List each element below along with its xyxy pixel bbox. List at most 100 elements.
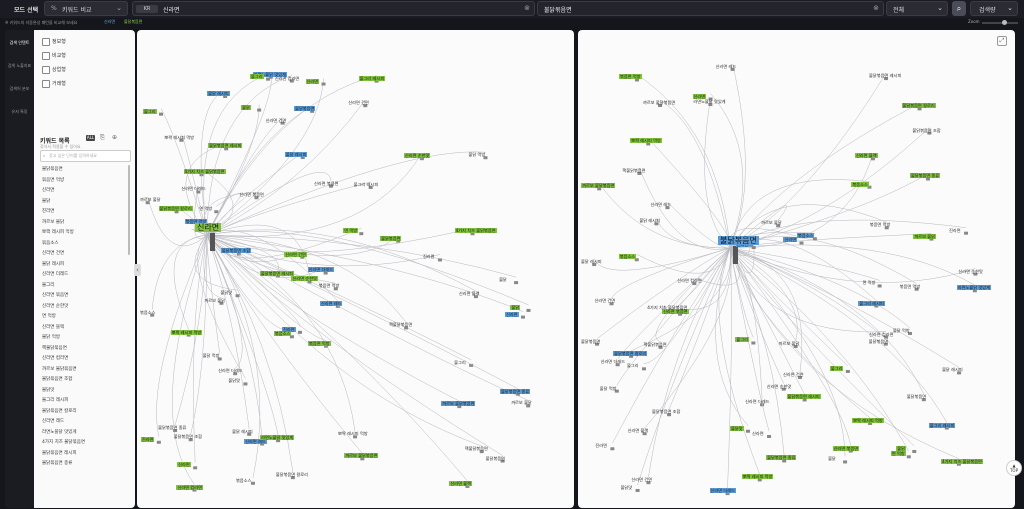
keyword-list-item[interactable]: 볶음소스: [42, 240, 59, 246]
graph-node[interactable]: 불그리 레시피: [358, 75, 386, 81]
graph-node[interactable]: 신라면 블랙: [854, 153, 878, 159]
right-keyword-input[interactable]: 불닭볶음면 ⊗: [537, 1, 884, 16]
graph-node[interactable]: 불닭 레시피: [639, 218, 660, 224]
graph-node[interactable]: 신라면 레드: [650, 202, 672, 208]
graph-node[interactable]: 까르보 불닭볶음면: [441, 401, 476, 407]
zoom-slider[interactable]: [982, 20, 1018, 25]
expand-icon[interactable]: ⤢: [997, 36, 1007, 46]
graph-node[interactable]: 불그리 레시피: [928, 422, 956, 428]
graph-node[interactable]: 불닭볶음면 종류: [158, 425, 187, 431]
graph-node[interactable]: 볶음소스: [618, 254, 637, 260]
add-icon[interactable]: ⊕: [112, 134, 118, 141]
keyword-list-item[interactable]: 불닭볶음면 레시피: [42, 450, 77, 456]
graph-node[interactable]: 까르보 불닭볶음면: [643, 100, 676, 105]
graph-node[interactable]: 까르보 불닭: [204, 297, 226, 303]
graph-node[interactable]: 불닭볶음면 칼로리: [275, 472, 309, 478]
graph-node[interactable]: 뽀짝 레시피 먹방: [170, 329, 203, 335]
keyword-list-item[interactable]: 불닭볶음면 칼로리: [42, 408, 77, 414]
mode-select[interactable]: % 키워드 비교 ⌄: [44, 1, 128, 16]
graph-node[interactable]: 불닭볶음면 조합: [652, 409, 681, 415]
graph-node[interactable]: 볶음면 먹방: [318, 283, 340, 289]
graph-node[interactable]: 진라면: [281, 326, 296, 332]
scope-select[interactable]: 전체 ⌄: [886, 1, 948, 16]
graph-node[interactable]: 불그리: [626, 363, 639, 369]
keyword-list-item[interactable]: 불그리: [42, 282, 55, 288]
graph-node[interactable]: 불닭볶음면: [581, 338, 601, 344]
graph-node[interactable]: 까르보 불닭볶음면: [344, 453, 379, 459]
graph-node[interactable]: 신라면 볶음면: [313, 180, 339, 186]
graph-node[interactable]: 불그리: [143, 108, 157, 114]
all-badge[interactable]: ALL: [86, 135, 95, 141]
graph-node[interactable]: 불닭 먹방: [202, 353, 220, 359]
rail-search-intent[interactable]: 검색 인텐트: [9, 40, 30, 45]
graph-node[interactable]: 볶음면 먹방: [899, 283, 921, 289]
graph-node[interactable]: 진라면: [422, 254, 435, 260]
keyword-list-item[interactable]: 불닭볶음면: [42, 167, 63, 172]
keyword-list-item[interactable]: 라면노블닭 맛있게: [42, 429, 77, 435]
graph-node[interactable]: 불닭볶음면 조합: [220, 248, 252, 254]
graph-node[interactable]: 4가지 치즈 불닭볶음면: [647, 305, 688, 311]
graph-node[interactable]: 핵불닭볶음면: [622, 167, 646, 173]
graph-node[interactable]: 신라면 순한맛: [958, 268, 983, 274]
filter-checkbox-transaction[interactable]: [42, 80, 50, 88]
graph-node[interactable]: 신라면 더레드: [709, 488, 736, 494]
graph-node[interactable]: 불닭볶음면 종류: [909, 173, 941, 179]
graph-node[interactable]: 신라면 레드: [319, 300, 343, 306]
graph-node[interactable]: 불닭 레시피: [232, 428, 253, 434]
zoom-slider-handle[interactable]: [1002, 20, 1007, 25]
copy-icon[interactable]: ⎘: [100, 134, 105, 141]
graph-node[interactable]: 신라면 볶음면: [662, 308, 689, 314]
graph-node[interactable]: 불닭볶음면: [906, 394, 927, 400]
graph-node[interactable]: 불닭볶음면 칼로리: [901, 103, 936, 109]
keyword-list-item[interactable]: 까르보 불닭: [42, 219, 65, 225]
graph-node[interactable]: 뽀짝 레시피 먹방: [164, 134, 195, 140]
graph-node[interactable]: 볶음소스: [235, 477, 252, 483]
graph-node[interactable]: 까르보 불닭: [511, 400, 532, 406]
graph-node[interactable]: 볶음소스: [796, 233, 815, 239]
graph-node[interactable]: 볶음면 먹방: [618, 74, 642, 80]
clear-icon[interactable]: ⊗: [873, 4, 879, 12]
graph-node[interactable]: 신라면 건면: [594, 298, 616, 304]
graph-node[interactable]: 볶음소스: [851, 181, 869, 187]
graph-node[interactable]: 불닭볶음면 칼로리: [158, 206, 193, 212]
graph-node[interactable]: 불닭 먹방: [892, 327, 910, 333]
graph-center-node[interactable]: 불닭볶음면: [718, 236, 759, 245]
graph-node[interactable]: 까르보 불닭: [140, 197, 161, 203]
graph-node[interactable]: 불닭볶음면 칼로리: [613, 350, 648, 356]
panel-collapse-handle[interactable]: ‹: [134, 264, 141, 276]
graph-node[interactable]: 4가지 치즈 불닭볶음면: [183, 169, 226, 175]
graph-node[interactable]: 4가지 치즈 불닭볶음면: [454, 228, 497, 234]
rail-exposure[interactable]: 검색 노출지표: [7, 63, 32, 68]
graph-node[interactable]: 불닭 먹방: [599, 385, 617, 391]
keyword-list-item[interactable]: 신라면 블랙: [42, 324, 65, 330]
graph-node[interactable]: 신라면 컵라면: [869, 331, 894, 337]
keyword-list-item[interactable]: 불닭: [42, 198, 51, 204]
keyword-search-input[interactable]: ⌕ 찾고 싶은 단어를 입력하세요: [40, 150, 131, 162]
graph-node[interactable]: 신라면 건면: [265, 117, 287, 123]
graph-node[interactable]: 불닭볶음면: [380, 235, 402, 241]
keyword-list-item[interactable]: 신라면 더레드: [42, 272, 69, 277]
graph-node[interactable]: 신라면 순한맛: [291, 276, 318, 282]
keyword-list-item[interactable]: 신라면 볶음면: [42, 293, 69, 298]
graph-node[interactable]: 불닭볶음면: [485, 455, 505, 461]
graph-node[interactable]: 신라면 블랙: [627, 428, 649, 434]
filter-checkbox-compare[interactable]: [42, 52, 50, 60]
graph-node[interactable]: 불닭맛: [220, 290, 233, 296]
graph-node[interactable]: 신라면: [305, 78, 320, 84]
rail-distribution[interactable]: 검색어 분포: [9, 86, 30, 91]
graph-node[interactable]: 볶음면 먹방: [184, 218, 208, 224]
graph-node[interactable]: 불닭: [828, 456, 836, 462]
graph-node[interactable]: 불닭 먹방: [468, 152, 486, 158]
keyword-list-item[interactable]: 불닭 레시피: [42, 261, 65, 267]
graph-node[interactable]: 핵불닭볶음면: [464, 446, 488, 452]
left-keyword-input[interactable]: KR 신라면 ⊗: [132, 1, 535, 16]
graph-node[interactable]: 불닭: [896, 445, 906, 451]
graph-node[interactable]: 면 먹방: [890, 451, 906, 457]
graph-node[interactable]: 신라면 레드: [715, 63, 737, 69]
rail-user-traits[interactable]: 유저 특징: [11, 109, 28, 114]
graph-node[interactable]: 신라면 건면: [284, 251, 307, 257]
graph-node[interactable]: 불닭볶음면: [294, 105, 316, 111]
graph-node[interactable]: 신라면 볶음면: [239, 192, 264, 198]
graph-node[interactable]: 신라면 건면: [348, 100, 369, 106]
